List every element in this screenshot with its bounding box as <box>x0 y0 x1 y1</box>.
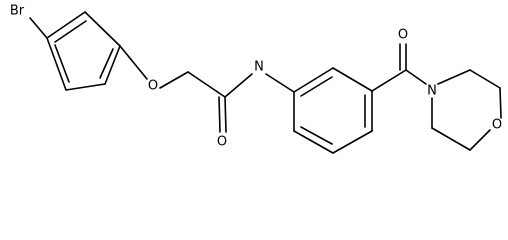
atom-o-ketone: O <box>398 28 408 43</box>
atom-labels: Br O N O O N O <box>10 4 502 150</box>
atom-o-morpholine: O <box>492 118 502 133</box>
bromophenyl-ring <box>29 11 121 91</box>
atom-o-ether: O <box>148 79 158 94</box>
atom-n-amide: N <box>254 60 264 75</box>
morpholine-ring <box>431 69 502 151</box>
acetamide-linker <box>119 45 295 133</box>
morpholine-carbonyl <box>371 43 427 92</box>
atom-br: Br <box>10 4 25 19</box>
molecule-drawing: Br O N O O N O <box>10 4 502 154</box>
central-phenyl-ring <box>293 67 373 154</box>
chemical-structure-canvas: Br O N O O N O <box>9 3 503 154</box>
atom-o-amide: O <box>217 135 227 150</box>
atom-n-morpholine: N <box>427 84 437 99</box>
